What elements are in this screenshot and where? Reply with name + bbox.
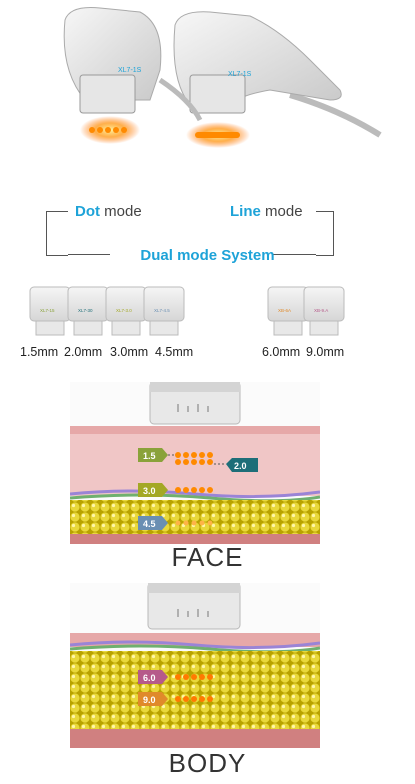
handpiece-illustration: XL7-1S XL7-1S	[63, 7, 382, 148]
right-handpiece-model: XL7-1S	[228, 71, 252, 78]
line-mode-suffix: mode	[260, 203, 303, 220]
dot-mode-word: Dot	[75, 203, 100, 220]
body-tag-90: 9.0	[143, 695, 156, 705]
body-caption: BODY	[168, 748, 247, 778]
face-tag-30: 3.0	[143, 486, 156, 496]
face-cross-section: 1.5 2.0 3.0 4.5	[70, 382, 320, 544]
body-tag-60: 6.0	[143, 673, 156, 683]
left-bracket-tail	[68, 254, 110, 255]
cartridge-face-2-label: XL7-30	[78, 308, 93, 313]
dot-mode-suffix: mode	[100, 203, 142, 220]
depth-label-6: 9.0mm	[306, 345, 345, 359]
cartridge-body-1-label: XB-6A	[278, 308, 291, 313]
depth-label-2: 2.0mm	[64, 345, 103, 359]
depth-label-4: 4.5mm	[155, 345, 194, 359]
cartridge-face-4	[143, 286, 185, 336]
left-bracket	[46, 211, 68, 256]
depth-label-3: 3.0mm	[110, 345, 149, 359]
cartridge-face-1	[29, 286, 71, 336]
right-bracket-tail	[272, 254, 316, 255]
depth-label-1: 1.5mm	[20, 345, 59, 359]
dual-mode-system-label: Dual mode System	[140, 247, 275, 264]
cartridge-face-3-label: XL7-3.0	[116, 308, 132, 313]
dot-mode-label: Dot mode	[75, 203, 142, 220]
face-tag-20: 2.0	[234, 461, 247, 471]
cartridge-face-4-label: XL7-4.5	[154, 308, 170, 313]
face-tag-15: 1.5	[143, 451, 156, 461]
body-cross-section: 6.0 9.0	[70, 583, 320, 748]
cartridge-body-2	[303, 286, 345, 336]
face-tag-45: 4.5	[143, 519, 156, 529]
cartridge-face-2	[67, 286, 109, 336]
cartridge-face-1-label: XL7-15	[40, 308, 55, 313]
cartridge-body-2-label: XB-9.A	[314, 308, 328, 313]
line-mode-label: Line mode	[230, 203, 303, 220]
left-handpiece-model: XL7-1S	[118, 67, 142, 74]
cartridge-body-1	[267, 286, 309, 336]
depth-label-5: 6.0mm	[262, 345, 301, 359]
right-bracket	[316, 211, 334, 256]
line-mode-word: Line	[230, 203, 261, 220]
cartridge-row: XL7-15 XL7-30 XL7-3.0 XL7-4.5 XB-6A XB-9…	[29, 286, 345, 336]
face-caption: FACE	[171, 542, 244, 572]
